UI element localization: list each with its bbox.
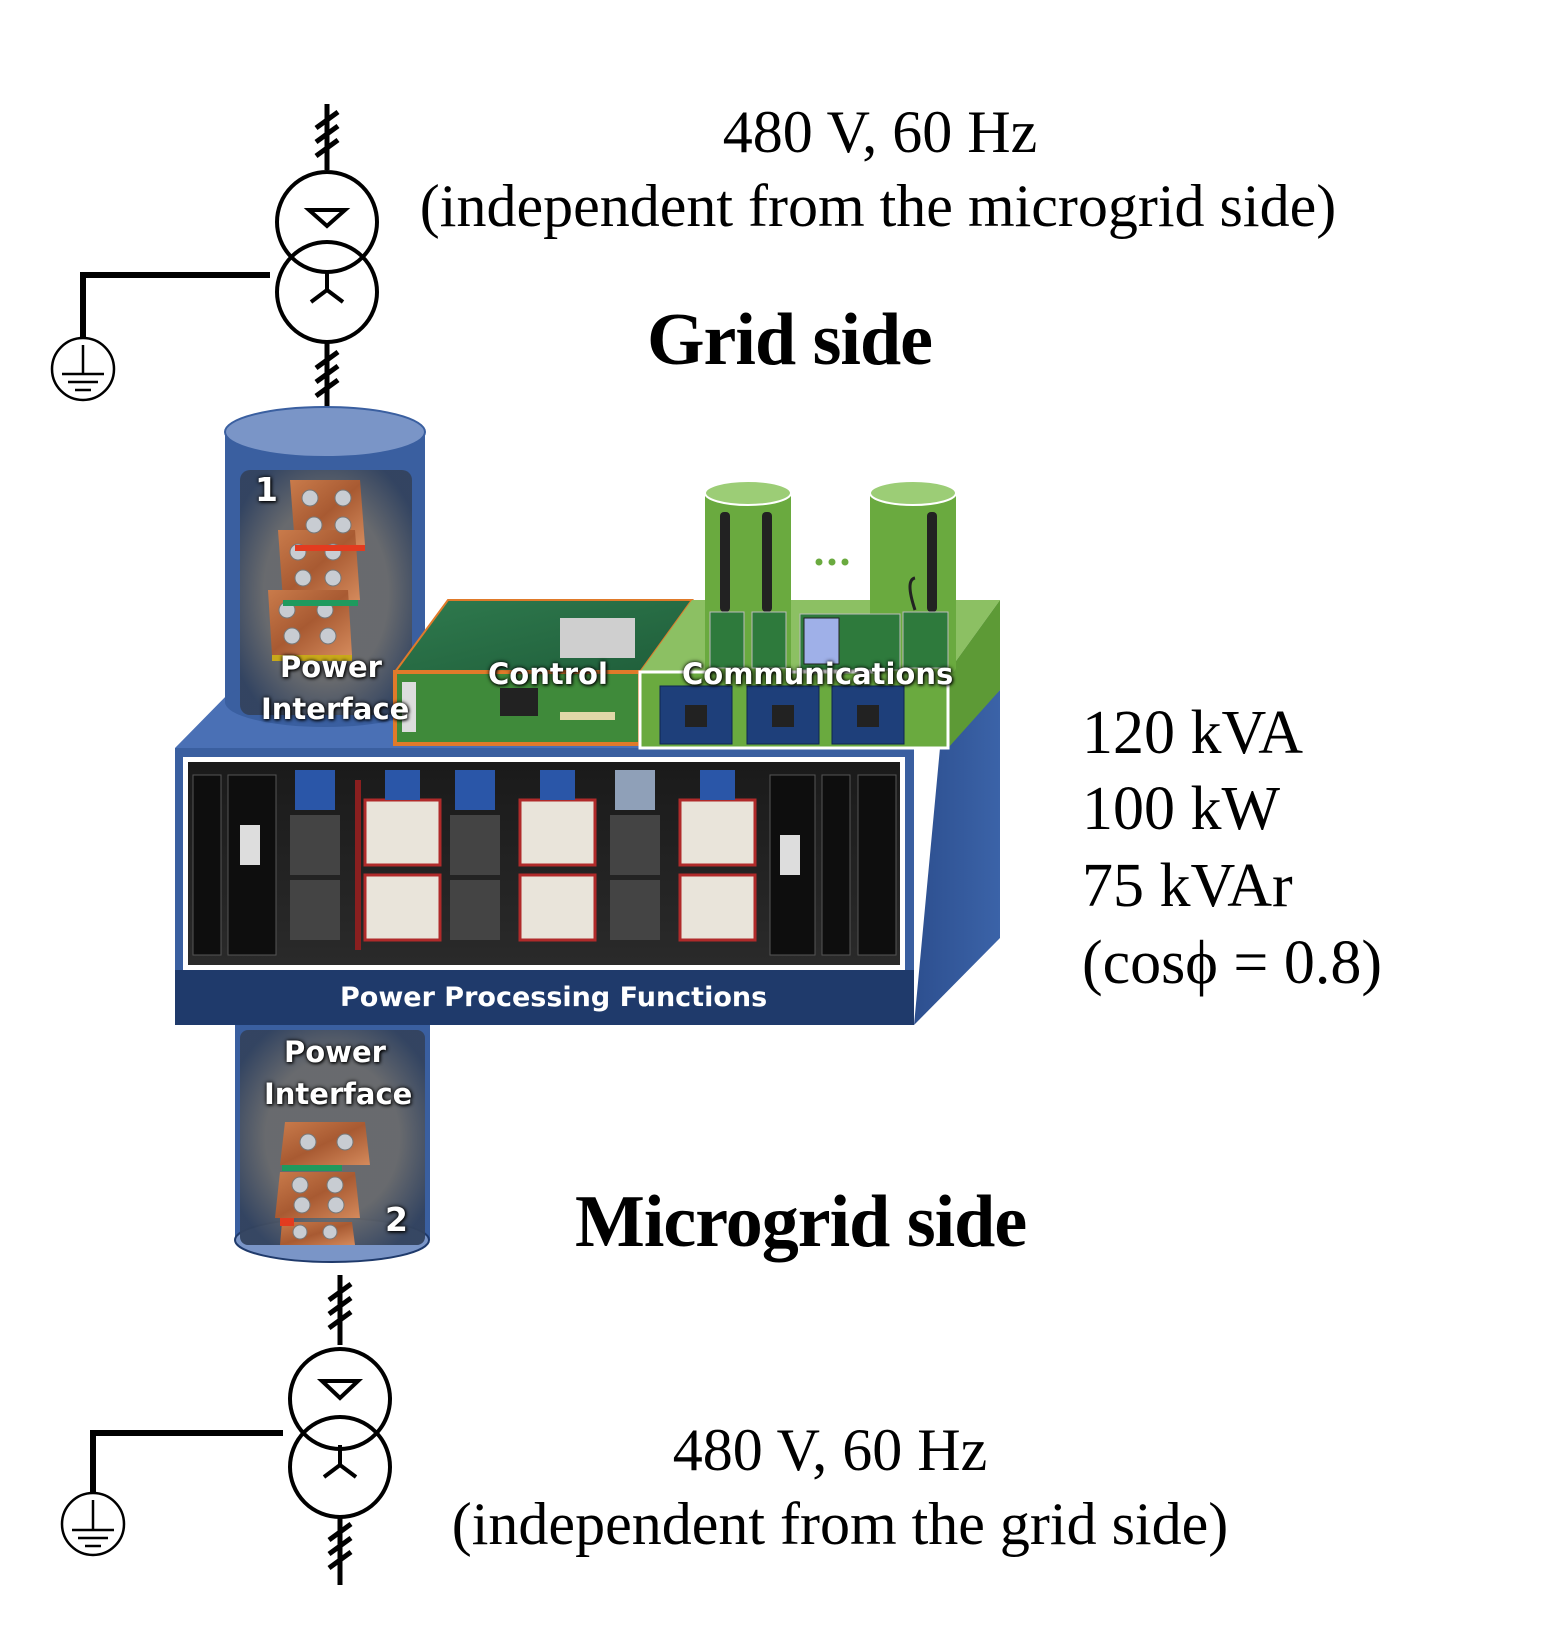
communications-label: Communications bbox=[682, 657, 954, 691]
power-interface-2-label-line2: Interface bbox=[264, 1077, 413, 1111]
ground-icon-top bbox=[50, 336, 116, 402]
power-module-stack bbox=[290, 770, 442, 950]
converter-box-side-face bbox=[914, 690, 1000, 1025]
microgrid-voltage-label: 480 V, 60 Hz bbox=[672, 1417, 988, 1483]
power-interface-1-cylinder bbox=[224, 406, 426, 727]
communications-cylinder-1 bbox=[704, 480, 792, 680]
power-module-stack bbox=[610, 770, 757, 942]
rating-active-power: 100 kW bbox=[1082, 775, 1281, 843]
communications-display-board bbox=[799, 613, 901, 671]
ground-icon-bottom bbox=[60, 1491, 126, 1557]
power-processing-label: Power Processing Functions bbox=[340, 982, 768, 1013]
rating-apparent-power: 120 kVA bbox=[1082, 699, 1304, 767]
control-board bbox=[393, 599, 694, 746]
three-phase-line-top bbox=[314, 104, 340, 170]
rating-power-factor: (cosϕ = 0.8) bbox=[1082, 929, 1383, 997]
ground-connection-top bbox=[80, 272, 270, 338]
control-label: Control bbox=[488, 657, 608, 691]
power-interface-1-number: 1 bbox=[255, 470, 278, 509]
power-interface-2-number: 2 bbox=[385, 1200, 408, 1239]
power-module-stack bbox=[450, 770, 597, 942]
power-processing-band bbox=[175, 970, 914, 1025]
grid-independence-note: (independent from the microgrid side) bbox=[419, 173, 1337, 239]
three-phase-line-grid-to-converter bbox=[314, 342, 340, 412]
microgrid-independence-note: (independent from the grid side) bbox=[451, 1491, 1229, 1557]
communications-block bbox=[638, 600, 1000, 750]
three-phase-line-converter-to-microgrid bbox=[327, 1275, 353, 1345]
three-phase-line-microgrid-out bbox=[327, 1517, 353, 1585]
ellipsis-dots-icon bbox=[815, 558, 849, 566]
power-interface-1-label-line1: Power bbox=[280, 650, 382, 684]
communications-cylinder-n bbox=[869, 480, 957, 680]
grid-voltage-label: 480 V, 60 Hz bbox=[722, 99, 1038, 165]
ground-connection-bottom bbox=[90, 1430, 283, 1495]
microgrid-side-title: Microgrid side bbox=[575, 1181, 1027, 1263]
power-interface-1-label-line2: Interface bbox=[261, 692, 410, 726]
power-processing-photo bbox=[183, 757, 905, 970]
power-interface-2-cylinder bbox=[234, 1025, 430, 1263]
grid-side-title: Grid side bbox=[647, 299, 933, 381]
rating-reactive-power: 75 kVAr bbox=[1082, 852, 1293, 920]
power-interface-2-label-line1: Power bbox=[284, 1035, 386, 1069]
